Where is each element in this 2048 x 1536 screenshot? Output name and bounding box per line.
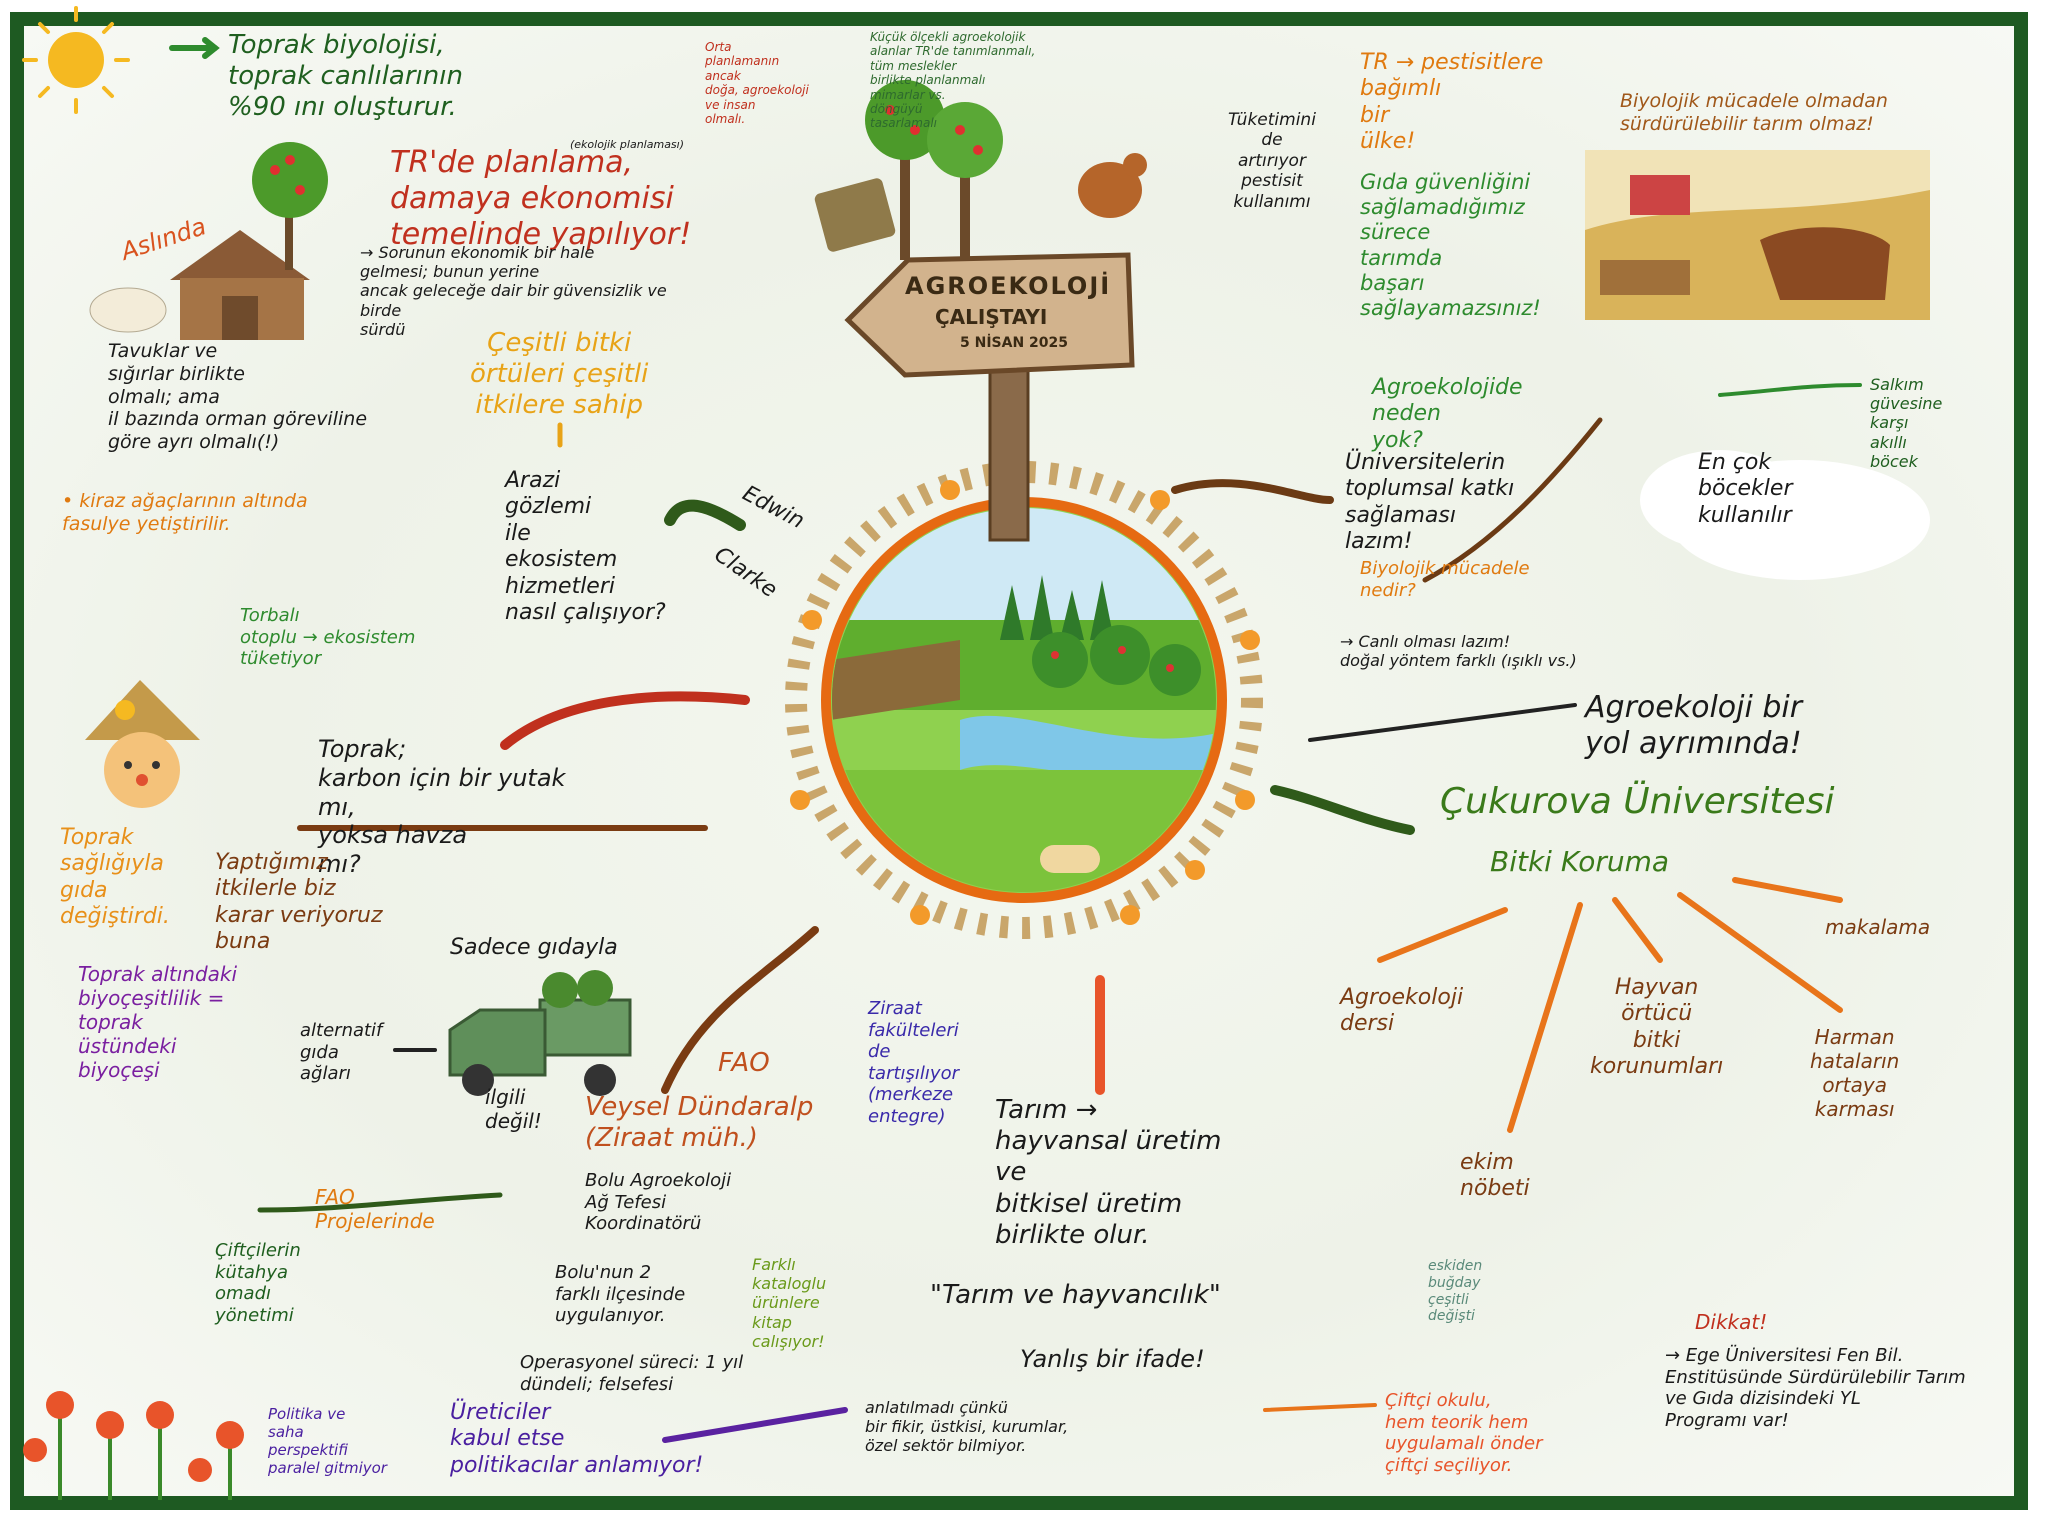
operational-note: Operasyonel süreci: 1 yıl dündeli; felse… — [520, 1352, 744, 1395]
pesticide-consumption-note: Tüketimini de artırıyor pestisit kullanı… — [1228, 110, 1316, 212]
torbali-note: Torbalı otoplu → ekosistem tüketiyor — [240, 605, 416, 670]
diverse-cover-note: Çeşitli bitki örtüleri çeşitli itkilere … — [470, 328, 649, 421]
politics-note: Politika ve saha perspektifi paralel git… — [268, 1405, 387, 1477]
wrong-expression-note: Yanlış bir ifade! — [1020, 1345, 1205, 1373]
tree-cluster — [814, 80, 1147, 260]
cover-plant-note: Hayvan örtücü bitki korunumları — [1590, 975, 1724, 1080]
scarecrow-illustration — [85, 680, 200, 808]
smart-insect-note: Salkım güvesine karşı akıllı böcek — [1870, 375, 1943, 471]
article-note: makalama — [1825, 915, 1931, 939]
alternative-food-note: alternatif gıda ağları — [300, 1020, 383, 1085]
food-security-note: Gıda güvenliğini sağlamadığımız sürece t… — [1360, 170, 1541, 320]
ecologic-planning-aside: (ekolojik planlaması) — [570, 138, 685, 151]
cloud-shape — [1640, 450, 1930, 580]
agriculture-definition: Tarım → hayvansal üretim ve bitkisel üre… — [995, 1095, 1222, 1250]
pesticide-dependency-note: TR → pestisitlere bağımlı bir ülke! — [1360, 50, 1544, 155]
university-contribution-note: Üniversitelerin toplumsal katkı sağlamas… — [1345, 450, 1515, 555]
sign-title: AGROEKOLOJİ — [905, 272, 1112, 300]
ege-university-note: → Ege Üniversitesi Fen Bil. Enstitüsünde… — [1665, 1345, 1966, 1431]
soil-health-note: Toprak sağlığıyla gıda değiştirdi. — [60, 825, 170, 930]
cukurova-university: Çukurova Üniversitesi — [1440, 781, 1835, 822]
farmers-note: Çiftçilerin kütahya omadı yönetimi — [215, 1240, 301, 1326]
barn-illustration — [89, 142, 328, 340]
farmer-school-note: Çiftçi okulu, hem teorik hem uygulamalı … — [1385, 1390, 1543, 1476]
sign-date: 5 NİSAN 2025 — [960, 335, 1069, 351]
sign-subtitle: ÇALIŞTAYI — [935, 305, 1048, 329]
fao-label: FAO — [718, 1048, 770, 1078]
small-scale-note: Küçük ölçekli agroekolojik alanlar TR'de… — [870, 30, 1036, 131]
crossroad-note: Agroekoloji bir yol ayrımında! — [1585, 690, 1803, 761]
farm-scene-illustration — [1585, 150, 1930, 320]
agroecology-course: Agroekoloji dersi — [1340, 985, 1464, 1037]
flowers-illustration — [23, 1391, 244, 1500]
agriculture-phrase: "Tarım ve hayvancılık" — [930, 1280, 1221, 1310]
biodiversity-note: Toprak altındaki biyoçeşitlilik = toprak… — [78, 962, 238, 1082]
why-agroecology-note: Agroekolojide neden yok? — [1372, 375, 1523, 453]
bolu-coordinator: Bolu Agroekoloji Ağ Tefesi Koordinatörü — [585, 1170, 732, 1235]
not-explained-note: anlatılmadı çünkü bir fikir, üstkisi, ku… — [865, 1398, 1069, 1456]
insects-note: En çok böcekler kullanılır — [1698, 450, 1793, 528]
veysel-name: Veysel Dündaralp (Ziraat müh.) — [585, 1092, 814, 1154]
harvest-errors-note: Harman hataların ortaya karması — [1810, 1025, 1900, 1121]
central-landscape — [785, 461, 1263, 939]
economic-note: → Sorunun ekonomik bir hale gelmesi; bun… — [360, 243, 667, 339]
turkey-planning-note: TR'de planlama, damaya ekonomisi temelin… — [390, 145, 692, 252]
signpost — [844, 252, 1135, 542]
soil-carbon-question: Toprak; karbon için bir yutak mı, yoksa … — [318, 735, 566, 879]
attention-label: Dikkat! — [1695, 1310, 1768, 1334]
agriculture-faculty-note: Ziraat fakülteleri de tartışılıyor (merk… — [868, 998, 959, 1127]
crop-rotation: ekim nöbeti — [1460, 1150, 1530, 1202]
kiraz-note: • kiraz ağaçlarının altında fasulye yeti… — [62, 490, 308, 535]
soil-biology-note: Toprak biyolojisi, toprak canlılarının %… — [228, 30, 463, 123]
chickens-note: Tavuklar ve sığırlar birlikte olmalı; am… — [108, 340, 368, 454]
planning-line-note: Orta planlamanın ancak doğa, agroekoloji… — [705, 40, 809, 126]
only-food-note: Sadece gıdayla — [450, 935, 618, 960]
not-only-note: ilgili değil! — [485, 1085, 542, 1133]
fao-projects-label: FAO Projelerinde — [315, 1185, 435, 1233]
bolu-districts: Bolu'nun 2 farklı ilçesinde uygulanıyor. — [555, 1262, 686, 1327]
producers-note: Üreticiler kabul etse politikacılar anla… — [450, 1400, 704, 1478]
wheat-varieties-note: eskiden buğday çeşitli değişti — [1428, 1258, 1483, 1325]
sun-icon — [22, 6, 130, 114]
plant-protection: Bitki Koruma — [1490, 845, 1670, 878]
truck-illustration — [448, 970, 632, 1096]
field-observation-note: Arazi gözlemi ile ekosistem hizmetleri n… — [505, 468, 666, 625]
living-needed-note: → Canlı olması lazım! doğal yöntem farkl… — [1340, 632, 1577, 671]
choices-note: Yaptığımız itkilerle biz karar veriyoruz… — [215, 850, 383, 955]
what-is-bio-control: Biyolojik mücadele nedir? — [1360, 558, 1530, 601]
bio-control-banner: Biyolojik mücadele olmadan sürdürülebili… — [1620, 90, 1888, 135]
different-catalog-note: Farklı kataloglu ürünlere kitap calışıyo… — [752, 1255, 827, 1351]
